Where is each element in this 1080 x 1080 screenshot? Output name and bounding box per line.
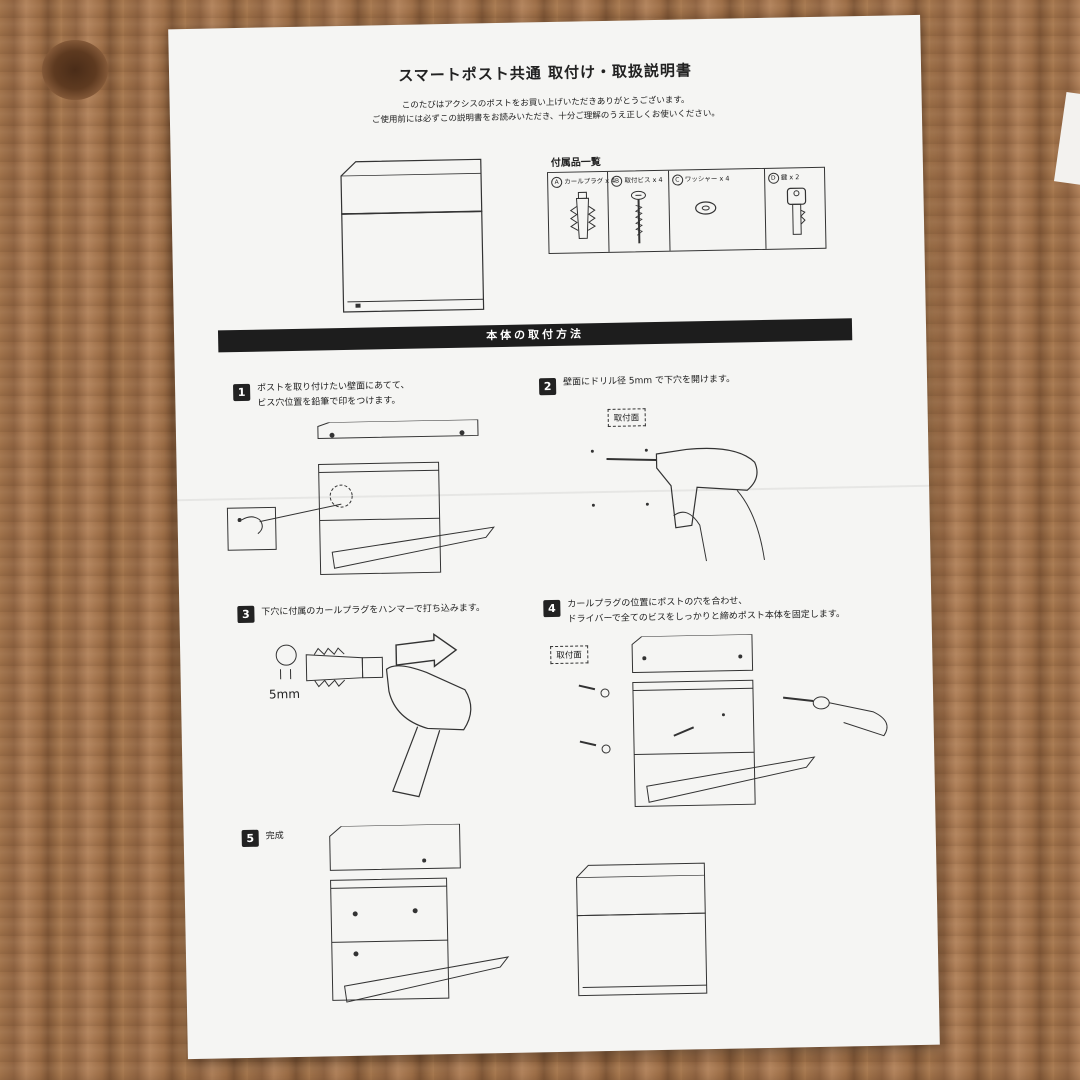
accessory-label-b: 取付ビス x 4 xyxy=(624,175,663,185)
step-1-illustration xyxy=(226,418,495,575)
intro-text: このたびはアクシスのポストをお買い上げいただきありがとうございます。 ご使用前に… xyxy=(170,89,922,131)
mount-surface-tag-1: 取付面 xyxy=(607,408,646,427)
step-4-mounting-illustration xyxy=(578,633,888,808)
mailbox-front-illustration xyxy=(340,158,485,313)
step-1-text: ポストを取り付けたい壁面にあてて、 ビス穴位置を鉛筆で印をつけます。 xyxy=(257,379,410,412)
step-2-text: 壁面にドリル径 5mm で下穴を開けます。 xyxy=(562,374,736,388)
step-1-number: 1 xyxy=(233,383,251,402)
wood-knot xyxy=(42,40,108,100)
step-1-line-2: ビス穴位置を鉛筆で印をつけます。 xyxy=(257,395,401,409)
step-4-text: カールプラグの位置にポストの穴を合わせ、 ドライバーで全てのビスをしっかりと締め… xyxy=(567,592,845,627)
step-3-text: 下穴に付属のカールプラグをハンマーで打ち込みます。 xyxy=(261,603,486,618)
step-3-number: 3 xyxy=(237,605,255,624)
section-title-bar: 本体の取付方法 xyxy=(217,318,853,353)
accessory-label-c: ワッシャー x 4 xyxy=(684,174,730,184)
step-5-number: 5 xyxy=(241,829,259,848)
instruction-sheet: スマートポスト共通 取付け・取扱説明書 このたびはアクシスのポストをお買い上げい… xyxy=(168,14,940,1060)
key-icon xyxy=(786,187,806,235)
step-3-hammer-illustration xyxy=(275,632,472,798)
wall-plug-icon xyxy=(569,191,596,239)
document-title: スマートポスト共通 取付け・取扱説明書 xyxy=(398,61,693,85)
completed-mailbox-closed-illustration xyxy=(576,862,708,997)
step-4-number: 4 xyxy=(543,599,561,618)
step-2-number: 2 xyxy=(538,377,557,396)
completed-mailbox-open-illustration xyxy=(329,823,510,1003)
screw-icon xyxy=(631,190,647,244)
washer-icon xyxy=(694,201,716,215)
accessory-label-d: 鍵 x 2 xyxy=(780,173,800,182)
accessories-title: 付属品一覧 xyxy=(550,157,601,169)
drill-size-label: 5mm xyxy=(268,686,301,702)
step-2-drill-illustration xyxy=(590,447,765,562)
step-5-text: 完成 xyxy=(265,831,284,842)
